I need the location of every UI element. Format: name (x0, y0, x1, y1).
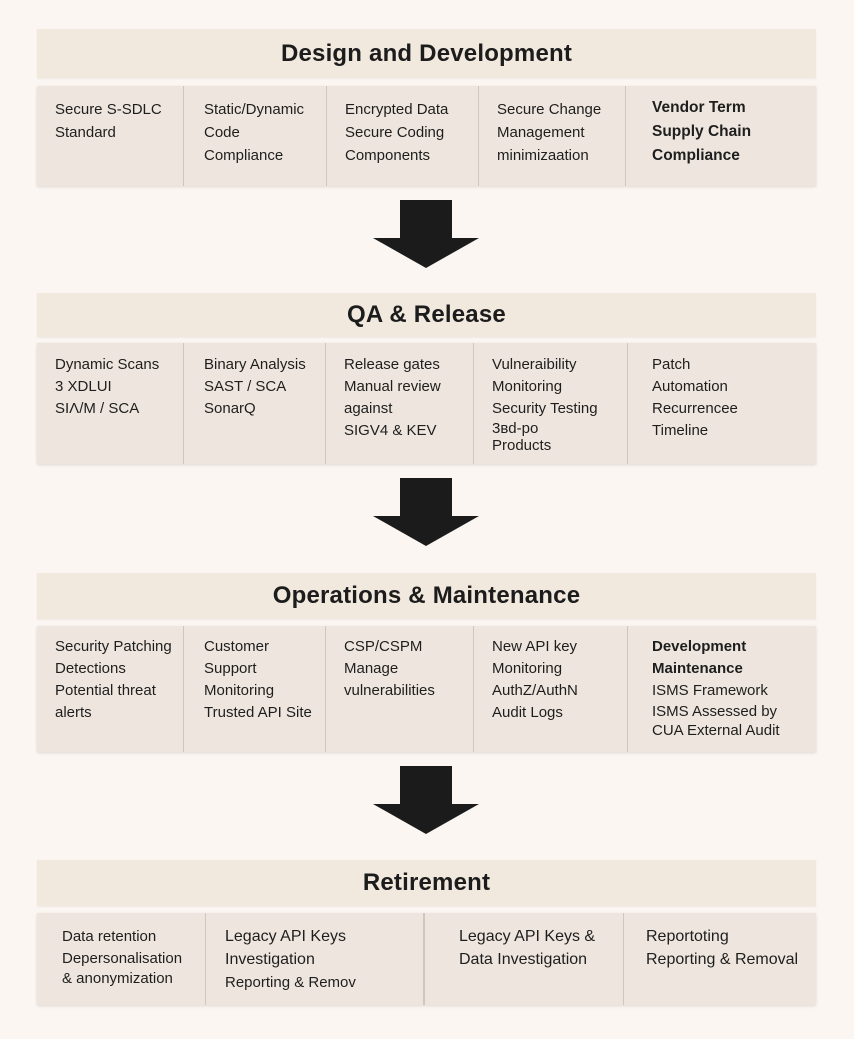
stage-column: Static/Dynamic Code Compliance (184, 86, 327, 186)
stage-header-design-development: Design and Development (37, 29, 816, 78)
column-line: vulnerabilities (344, 682, 435, 699)
column-line: Secure Coding (345, 124, 445, 141)
column-line: 3 XDLUI (55, 378, 112, 395)
column-line: New API key (492, 638, 578, 655)
stage-title: Retirement (362, 869, 491, 896)
column-line: Trusted API Site (204, 704, 312, 721)
column-line: Supply Chain (652, 123, 752, 140)
column-line: Reporting & Removal (646, 951, 799, 968)
stage-column: Legacy API Keys & Data Investigation (424, 913, 624, 1005)
stage-column: Data retention Depersonalisation & anony… (37, 913, 206, 1005)
stage-column: CSP/CSPM Manage vulnerabilities (326, 626, 474, 752)
column-line: Products (492, 437, 552, 454)
column-line: Secure Change (497, 101, 602, 118)
column-line: AuthZ/AuthN (492, 682, 578, 699)
stage-column: Encrypted Data Secure Coding Components (327, 86, 479, 186)
column-line: Reportoting (646, 928, 729, 945)
arrow-down-icon (373, 478, 479, 546)
column-line: Binary Analysis (204, 356, 306, 373)
column-line: SonarQ (204, 400, 256, 417)
column-line: Components (345, 147, 431, 164)
column-line: Data retention (62, 928, 157, 945)
column-line: Static/Dynamic (204, 101, 305, 118)
stage-column: Development Maintenance ISMS Framework I… (628, 626, 816, 752)
column-line: Support (204, 660, 257, 677)
column-line: Reporting & Remov (225, 974, 356, 991)
stage-header-qa-release: QA & Release (37, 293, 816, 337)
column-line: Data Investigation (459, 951, 588, 968)
column-line: & anonymization (62, 970, 173, 987)
column-line: ISMS Framework (652, 682, 768, 699)
column-line: Monitoring (204, 682, 275, 699)
column-line: Release gates (344, 356, 440, 373)
column-line: Standard (55, 124, 116, 141)
column-line: Vendor Term (652, 99, 746, 116)
column-line: Secure S-SDLC (55, 101, 162, 118)
column-line: Vulneraibility (492, 356, 577, 373)
column-line: Timeline (652, 422, 709, 439)
column-line: Potential threat (55, 682, 156, 699)
column-line: Security Testing (492, 400, 598, 417)
stage-title: Design and Development (280, 39, 573, 67)
column-line: Development (652, 638, 747, 655)
stage-header-retirement: Retirement (37, 860, 816, 906)
column-line: Security Patching (55, 638, 172, 655)
column-line: Legacy API Keys (225, 928, 346, 945)
column-line: 3ʙd-po (492, 420, 539, 437)
column-line: SIΛ/M / SCA (55, 400, 140, 417)
column-line: alerts (55, 704, 92, 721)
stage-column: Security Patching Detections Potential t… (37, 626, 184, 752)
stage-column: Vendor Term Supply Chain Compliance (626, 86, 816, 186)
column-line: Audit Logs (492, 704, 563, 721)
stage-column: Patch Automation Recurrencee Timeline (628, 343, 816, 464)
column-line: Compliance (652, 147, 740, 164)
stage-title: QA & Release (347, 301, 506, 328)
stage-column: Dynamic Scans 3 XDLUI SIΛ/M / SCA (37, 343, 184, 464)
column-line: Manage (344, 660, 399, 677)
column-line: Maintenance (652, 660, 743, 677)
arrow-down-icon (373, 766, 479, 834)
column-line: Investigation (225, 951, 315, 968)
stage-header-operations-maintenance: Operations & Maintenance (37, 573, 816, 619)
column-line: Monitoring (492, 378, 563, 395)
column-line: Dynamic Scans (55, 356, 160, 373)
column-line: Code (204, 124, 240, 141)
stage-body-design-development: Secure S-SDLC Standard Static/Dynamic Co… (37, 86, 816, 186)
stage-column: Secure Change Management minimizaation (479, 86, 626, 186)
stage-body-retirement: Data retention Depersonalisation & anony… (37, 913, 816, 1005)
column-line: CUA External Audit (652, 722, 780, 739)
column-line: against (344, 400, 393, 417)
stage-column: Binary Analysis SAST / SCA SonarQ (184, 343, 326, 464)
column-line: SIGV4 & KEV (344, 422, 437, 439)
stage-body-qa-release: Dynamic Scans 3 XDLUI SIΛ/M / SCA Binary… (37, 343, 816, 464)
stage-column: Customer Support Monitoring Trusted API … (184, 626, 326, 752)
column-line: Management (497, 124, 585, 141)
column-line: Compliance (204, 147, 284, 164)
stage-body-operations-maintenance: Security Patching Detections Potential t… (37, 626, 816, 752)
stage-column: Vulneraibility Monitoring Security Testi… (474, 343, 628, 464)
column-line: Patch (652, 356, 691, 373)
column-line: minimizaation (497, 147, 589, 164)
stage-title: Operations & Maintenance (272, 582, 581, 609)
column-line: Manual review (344, 378, 441, 395)
column-line: ISMS Assessed by (652, 703, 778, 720)
stage-column: Reportoting Reporting & Removal (624, 913, 816, 1005)
column-line: Encrypted Data (345, 101, 449, 118)
column-line: Detections (55, 660, 126, 677)
column-line: Customer (204, 638, 270, 655)
column-line: CSP/CSPM (344, 638, 423, 655)
column-line: Depersonalisation (62, 950, 183, 967)
stage-column: Legacy API Keys Investigation Reporting … (206, 913, 424, 1005)
column-line: Legacy API Keys & (459, 928, 596, 945)
stage-column: Release gates Manual review against SIGV… (326, 343, 474, 464)
column-line: Monitoring (492, 660, 563, 677)
column-line: Recurrencee (652, 400, 738, 417)
column-line: SAST / SCA (204, 378, 287, 395)
arrow-down-icon (373, 200, 479, 268)
stage-column: Secure S-SDLC Standard (37, 86, 184, 186)
column-line: Automation (652, 378, 728, 395)
stage-column: New API key Monitoring AuthZ/AuthN Audit… (474, 626, 628, 752)
